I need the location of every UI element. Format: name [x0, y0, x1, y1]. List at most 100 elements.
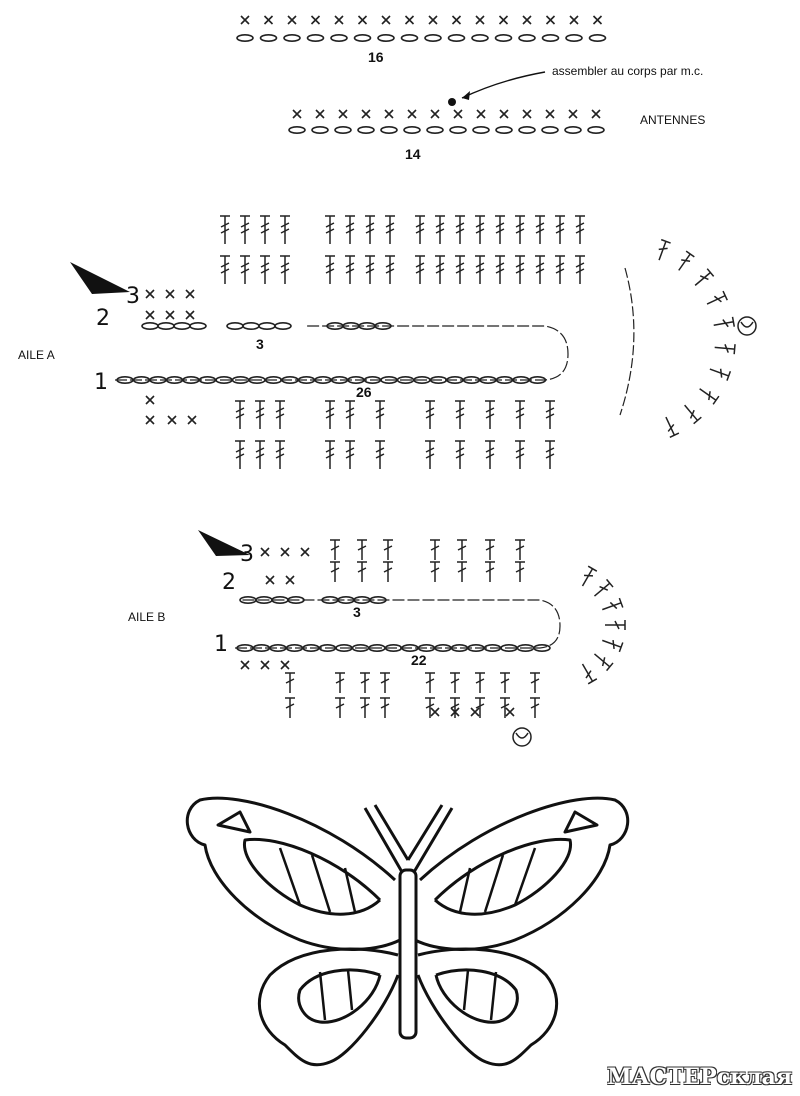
wing-a-chain-3: 3 — [256, 336, 264, 352]
treble-stitch — [424, 697, 436, 719]
single-crochet-stitch — [145, 415, 155, 425]
antenna-16-count: 16 — [368, 49, 384, 65]
treble-stitch — [384, 215, 396, 245]
single-crochet-stitch — [145, 395, 155, 405]
treble-stitch — [456, 539, 468, 561]
chain-stitch — [334, 126, 352, 134]
treble-stitch — [529, 672, 541, 694]
treble-stitch — [707, 363, 732, 382]
chain-stitch — [472, 126, 490, 134]
single-crochet-stitch — [428, 15, 438, 25]
single-crochet-stitch — [260, 547, 270, 557]
treble-stitch — [364, 255, 376, 285]
treble-stitch — [279, 215, 291, 245]
treble-stitch — [574, 215, 586, 245]
watermark: МАСТЕРсклая — [607, 1064, 792, 1090]
treble-stitch — [434, 215, 446, 245]
chain-stitch — [242, 321, 260, 331]
treble-stitch — [660, 414, 680, 439]
chain-stitch — [173, 321, 191, 331]
treble-stitch — [514, 255, 526, 285]
treble-stitch — [604, 619, 626, 631]
single-crochet-stitch — [453, 109, 463, 119]
treble-stitch — [324, 400, 336, 430]
treble-stitch — [534, 255, 546, 285]
treble-stitch — [704, 290, 729, 310]
single-crochet-stitch — [475, 15, 485, 25]
chain-stitch — [377, 33, 395, 43]
treble-stitch — [529, 697, 541, 719]
chain-stitch — [357, 126, 375, 134]
assemble-note: assembler au corps par m.c. — [552, 64, 704, 78]
single-crochet-stitch — [407, 109, 417, 119]
single-crochet-stitch — [187, 415, 197, 425]
treble-stitch — [574, 255, 586, 285]
wing-b-label: AILE B — [128, 610, 166, 624]
chain-stitch — [588, 33, 607, 43]
treble-stitch — [474, 255, 486, 285]
wing-b-chain-3: 3 — [353, 604, 361, 620]
antennae-label: ANTENNES — [640, 113, 706, 127]
chain-stitch — [424, 33, 442, 43]
treble-stitch — [259, 215, 271, 245]
wing-b-row-3: 3 — [240, 542, 254, 567]
treble-stitch — [239, 255, 251, 285]
treble-stitch — [344, 215, 356, 245]
treble-stitch — [454, 400, 466, 430]
treble-stitch — [254, 400, 266, 430]
single-crochet-stitch — [300, 547, 310, 557]
treble-stitch — [484, 400, 496, 430]
assembly-arrow — [461, 71, 546, 99]
single-crochet-stitch — [315, 109, 325, 119]
treble-stitch — [334, 672, 346, 694]
treble-stitch — [456, 561, 468, 583]
single-crochet-stitch — [569, 15, 579, 25]
single-crochet-stitch — [185, 289, 195, 299]
chain-stitch — [258, 321, 276, 331]
treble-stitch — [344, 255, 356, 285]
treble-stitch — [329, 539, 341, 561]
start-marker-a — [70, 262, 130, 294]
single-crochet-stitch — [263, 15, 274, 25]
treble-stitch — [691, 267, 715, 290]
treble-stitch — [379, 697, 391, 719]
treble-stitch — [324, 215, 336, 245]
treble-stitch — [474, 215, 486, 245]
treble-stitch — [554, 255, 566, 285]
treble-stitch — [544, 440, 556, 470]
treble-stitch — [499, 697, 511, 719]
single-crochet-stitch — [505, 707, 515, 717]
single-crochet-stitch — [240, 15, 250, 25]
treble-stitch — [429, 561, 441, 583]
chain-stitch — [494, 33, 513, 43]
single-crochet-stitch — [292, 109, 302, 119]
treble-stitch — [712, 316, 736, 331]
single-crochet-stitch — [165, 310, 175, 320]
single-crochet-stitch — [260, 660, 270, 670]
single-crochet-stitch — [591, 109, 601, 119]
treble-stitch — [494, 255, 506, 285]
chain-stitch — [283, 33, 301, 43]
single-crochet-stitch — [545, 15, 556, 25]
treble-stitch — [554, 215, 566, 245]
chain-stitch — [226, 321, 244, 331]
chain-stitch — [157, 321, 175, 331]
single-crochet-stitch — [381, 15, 391, 25]
chain-stitch — [495, 126, 513, 134]
treble-stitch — [274, 440, 286, 470]
chain-stitch — [400, 33, 419, 43]
wing-a-label: AILE A — [18, 348, 55, 362]
treble-stitch — [219, 255, 231, 285]
treble-stitch — [494, 215, 506, 245]
chain-stitch — [447, 33, 466, 43]
treble-stitch — [324, 255, 336, 285]
wing-a-diagram — [70, 215, 757, 470]
treble-stitch — [284, 672, 296, 694]
treble-stitch — [374, 440, 386, 470]
treble-stitch — [429, 539, 441, 561]
single-crochet-stitch — [498, 15, 509, 25]
treble-stitch — [254, 440, 266, 470]
single-crochet-stitch — [285, 575, 295, 585]
treble-stitch — [424, 672, 436, 694]
